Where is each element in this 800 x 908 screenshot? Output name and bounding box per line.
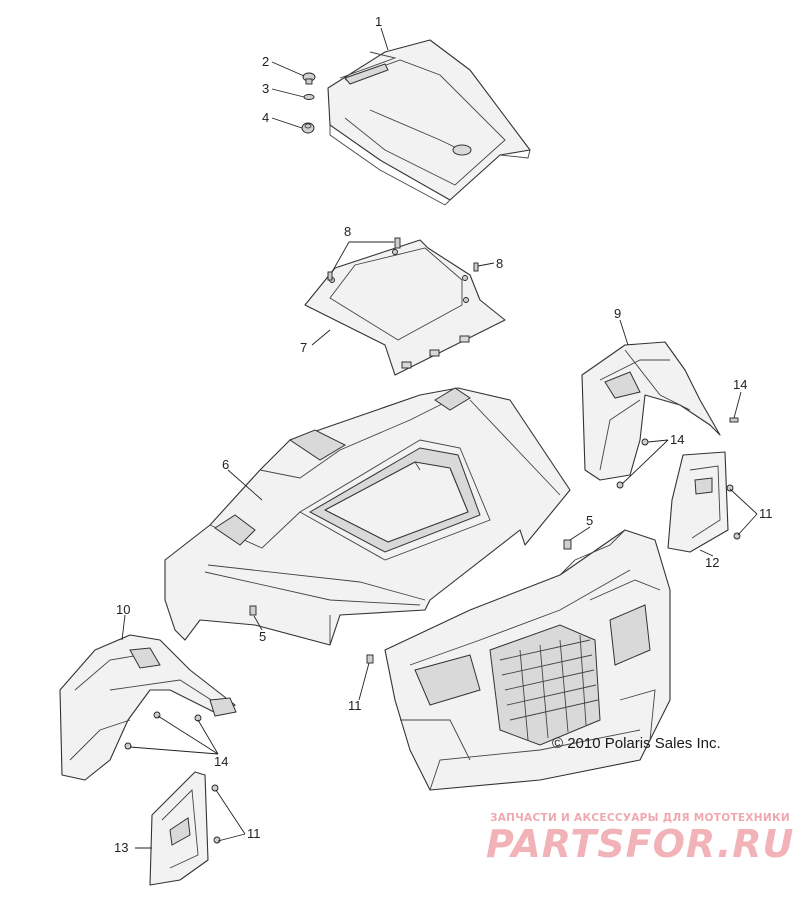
callout-10: 10 [116,602,130,617]
callout-4: 4 [262,110,269,125]
watermark-tagline: ЗАПЧАСТИ И АКСЕССУАРЫ ДЛЯ МОТОТЕХНИКИ [490,812,790,824]
callout-13: 13 [114,840,128,855]
part-9-right-fender [581,341,721,481]
part-1-hood-cover [327,39,531,206]
callout-2: 2 [262,54,269,69]
callout-14-left: 14 [214,754,228,769]
watermark-logo: PARTSFOR.RU [486,822,795,866]
part-7-liner-panel [304,239,506,376]
callout-5-left: 5 [259,629,266,644]
front-grille-assembly [384,529,671,791]
part-13-left-splash-panel [149,771,209,886]
fastener-3-washer [303,94,315,100]
callout-labels: 1 2 3 4 8 8 7 9 14 14 6 5 11 12 10 5 11 … [114,14,773,855]
clip-5 [249,539,572,616]
callout-1: 1 [375,14,382,29]
callout-14-right-top: 14 [733,377,747,392]
callout-7: 7 [300,340,307,355]
fastener-2-knob [302,72,316,85]
part-12-right-splash-panel [667,451,729,553]
copyright-notice: © 2010 Polaris Sales Inc. [552,735,721,752]
callout-14-right: 14 [670,432,684,447]
callout-12: 12 [705,555,719,570]
callout-5-right: 5 [586,513,593,528]
part-6-body-cowl [164,387,571,646]
screw-11 [211,484,741,844]
callout-6: 6 [222,457,229,472]
callout-11-center: 11 [348,698,362,713]
leader-lines [121,27,758,849]
callout-11-right: 11 [759,506,773,521]
callout-8-top: 8 [344,224,351,239]
screw-14 [124,417,739,750]
screw-8 [327,237,479,281]
callout-3: 3 [262,81,269,96]
fastener-4-grommet [301,122,315,134]
callout-8-right: 8 [496,256,503,271]
callout-11-left: 11 [247,826,261,841]
callout-9: 9 [614,306,621,321]
part-10-left-fender [59,634,237,781]
